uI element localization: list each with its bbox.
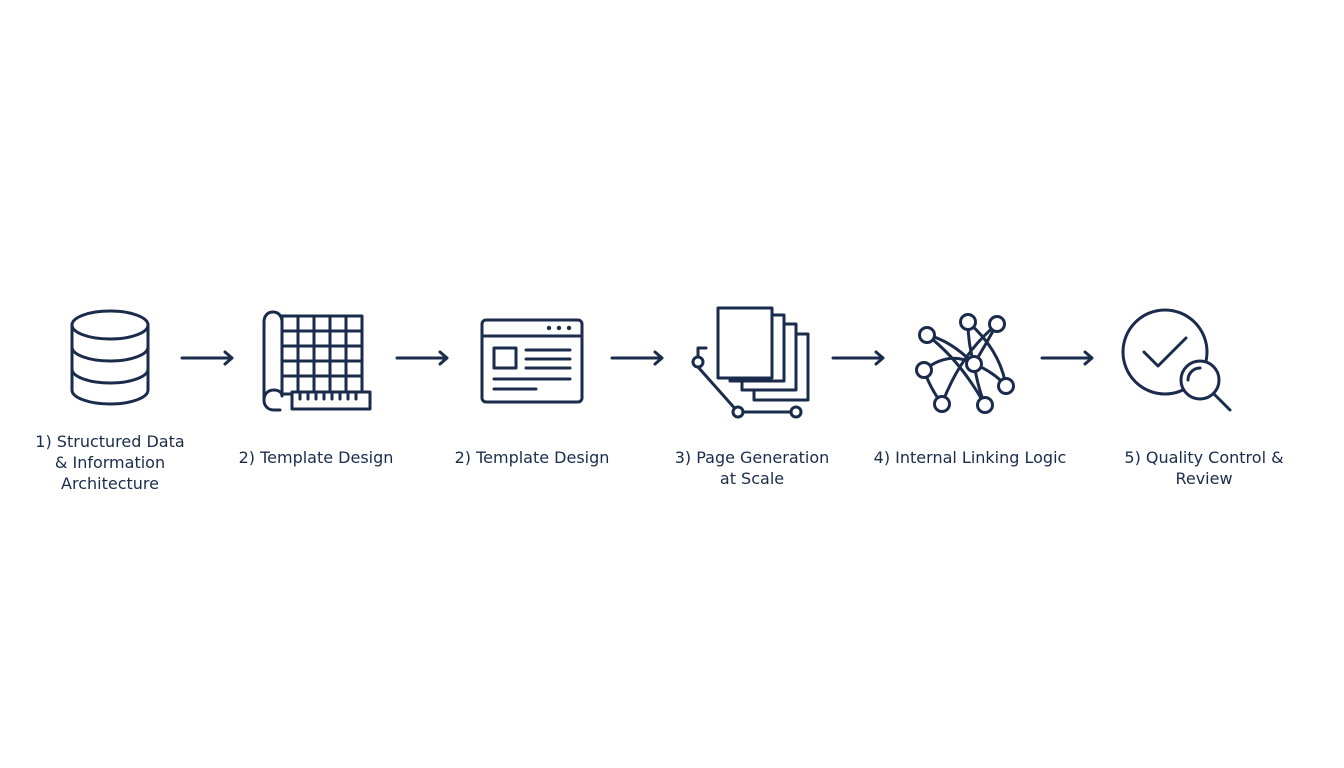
step-label: 1) Structured Data & Information Archite…	[35, 432, 185, 493]
flow-arrow	[180, 348, 236, 368]
flow-arrow	[1040, 348, 1096, 368]
flow-arrow	[610, 348, 666, 368]
link-network-icon	[870, 300, 1070, 420]
step-label: 3) Page Generation at Scale	[674, 448, 830, 488]
blueprint-grid-icon	[216, 300, 416, 420]
step-label: 4) Internal Linking Logic	[873, 448, 1067, 467]
database-icon	[10, 300, 210, 420]
step-label: 2) Template Design	[238, 448, 394, 467]
stacked-pages-icon	[652, 300, 852, 420]
step-label: 5) Quality Control & Review	[1124, 448, 1284, 488]
step-label: 2) Template Design	[454, 448, 610, 467]
checkmark-magnifier-icon	[1104, 300, 1304, 420]
browser-window-icon	[432, 300, 632, 420]
flow-arrow	[395, 348, 451, 368]
flow-arrow	[831, 348, 887, 368]
